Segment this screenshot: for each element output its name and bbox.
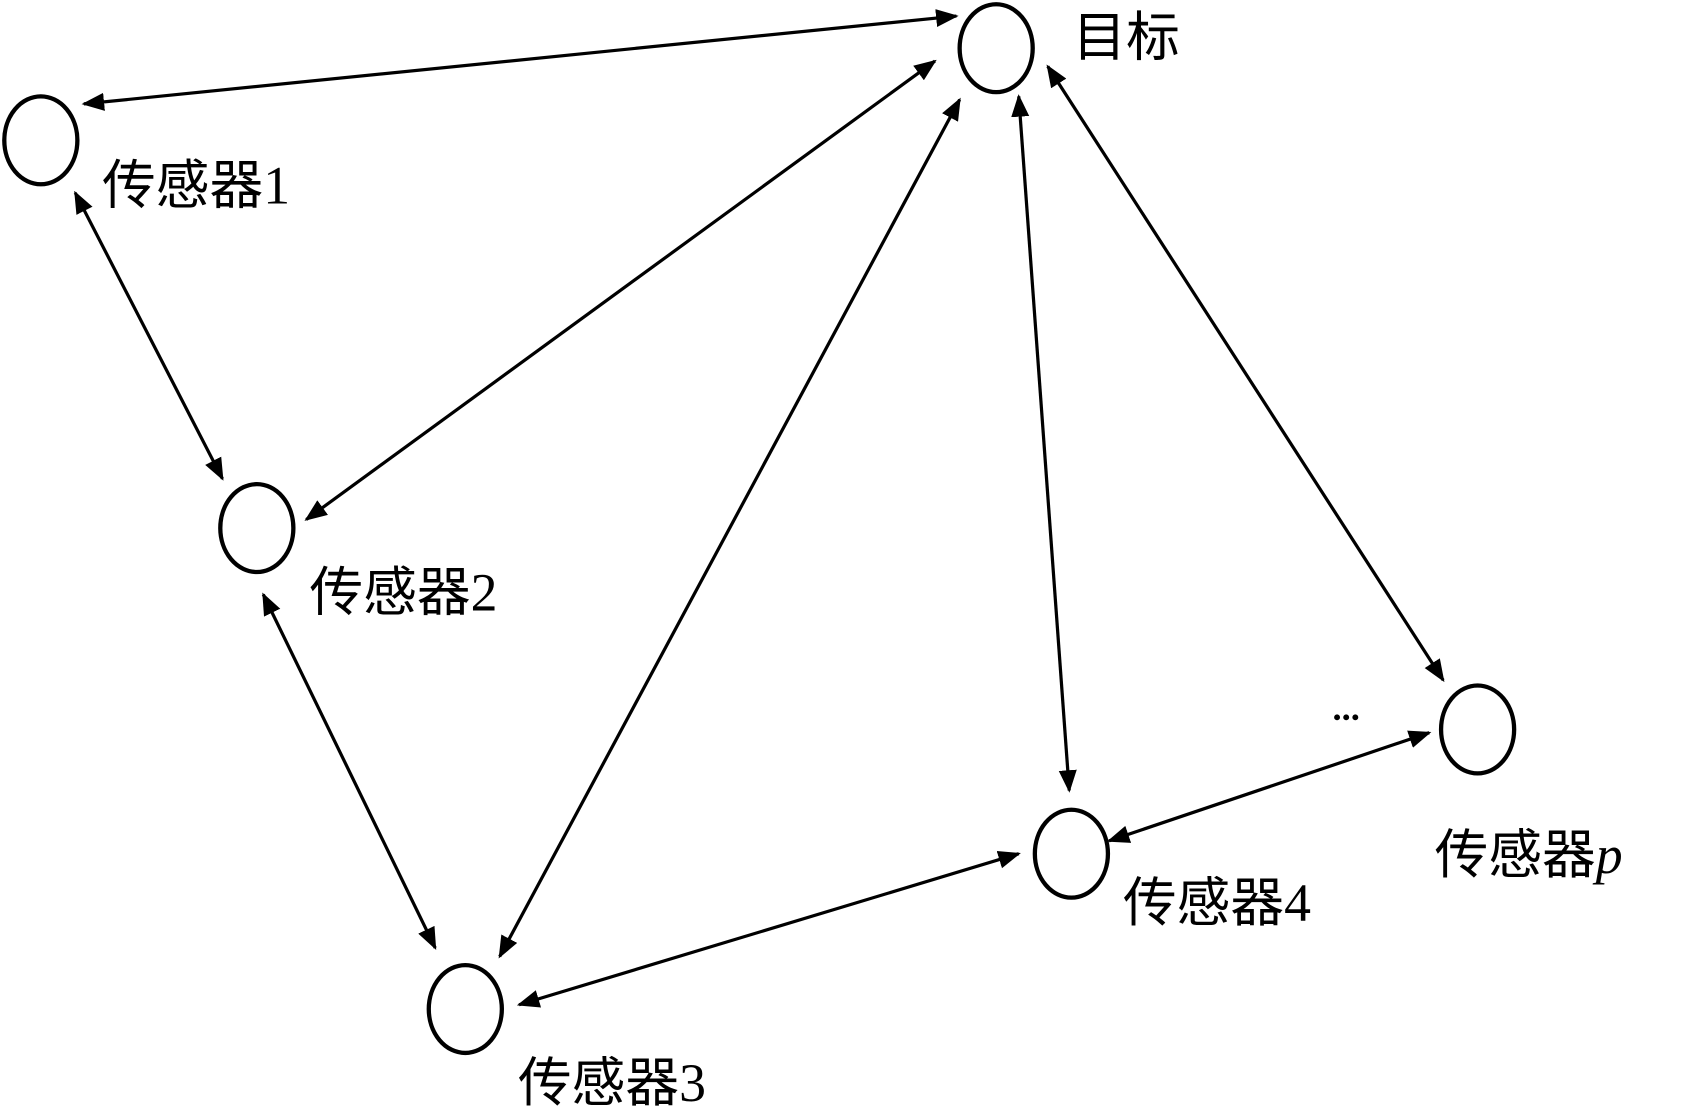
- node-sensor-2: [218, 482, 296, 575]
- node-sensor-4: [1032, 807, 1111, 900]
- label-sensor-p: 传感器p: [1435, 825, 1623, 885]
- edge-s1-target: [81, 9, 959, 111]
- edge-s3-s4: [516, 850, 1021, 1008]
- label-sensor-3: 传感器3: [518, 1053, 706, 1113]
- node-sensor-1: [2, 94, 80, 187]
- edge-s4-sp: [1106, 730, 1432, 843]
- node-target: [957, 2, 1035, 95]
- node-sensor-3: [426, 962, 504, 1056]
- label-target: 目标: [1072, 8, 1179, 68]
- edge-s1-s2: [73, 190, 224, 481]
- label-sensor-2: 传感器2: [309, 563, 497, 623]
- edge-target-s3: [498, 97, 962, 959]
- labels: 目标 传感器1 传感器2 传感器3 传感器4 传感器p ...: [102, 8, 1623, 1113]
- edge-target-sp: [1046, 64, 1445, 683]
- edges: [73, 9, 1445, 1008]
- edge-target-s2: [304, 59, 937, 521]
- ellipsis-more-sensors: ...: [1333, 688, 1360, 728]
- label-sensor-1: 传感器1: [102, 156, 290, 216]
- nodes: [2, 2, 1517, 1056]
- node-sensor-p: [1438, 683, 1517, 776]
- edge-target-s4: [1011, 94, 1077, 793]
- edge-s2-s3: [261, 592, 437, 950]
- label-sensor-4: 传感器4: [1123, 873, 1311, 933]
